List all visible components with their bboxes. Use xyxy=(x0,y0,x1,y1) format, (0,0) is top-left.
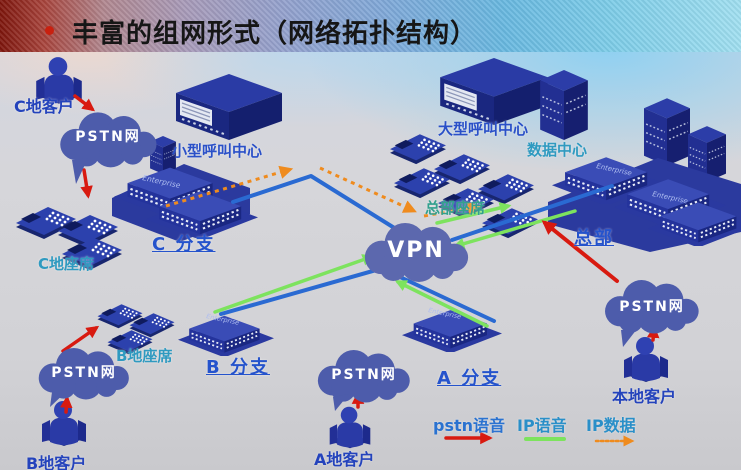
label-c-branch: C 分支 xyxy=(152,234,216,255)
legend-ip-voice-label: IP语音 xyxy=(517,416,567,435)
label-large-call-center: 大型呼叫中心 xyxy=(438,120,529,138)
label-b-customer: B地客户 xyxy=(26,454,87,470)
label-a-branch: A 分支 xyxy=(437,368,502,389)
legend-ip-data-label: IP数据 xyxy=(586,416,636,435)
label-pstn-hq: PSTN网 xyxy=(619,299,685,315)
diagram-canvas xyxy=(0,50,741,470)
label-b-agents: B地座席 xyxy=(116,347,173,365)
label-data-center: 数据中心 xyxy=(527,141,588,159)
label-pstn-c: PSTN网 xyxy=(75,129,141,145)
label-b-branch: B 分支 xyxy=(206,357,270,378)
title-bullet-icon xyxy=(45,26,54,35)
legend-pstn-voice-label: pstn语音 xyxy=(433,416,506,435)
page-title: 丰富的组网形式（网络拓扑结构） xyxy=(72,19,478,49)
label-c-agents: C地座席 xyxy=(38,255,95,273)
title-bar: 丰富的组网形式（网络拓扑结构） xyxy=(0,0,741,52)
label-local-customer: 本地客户 xyxy=(612,387,677,406)
label-vpn: VPN xyxy=(387,238,445,263)
label-c-customer: C地客户 xyxy=(14,97,74,116)
label-a-customer: A地客户 xyxy=(314,450,375,469)
label-hq: 总部 xyxy=(574,228,614,249)
label-hq-agents: 总部座席 xyxy=(425,199,486,217)
label-pstn-a: PSTN网 xyxy=(331,367,397,383)
label-small-call-center: 小型呼叫中心 xyxy=(172,142,263,160)
label-pstn-b: PSTN网 xyxy=(51,365,117,381)
